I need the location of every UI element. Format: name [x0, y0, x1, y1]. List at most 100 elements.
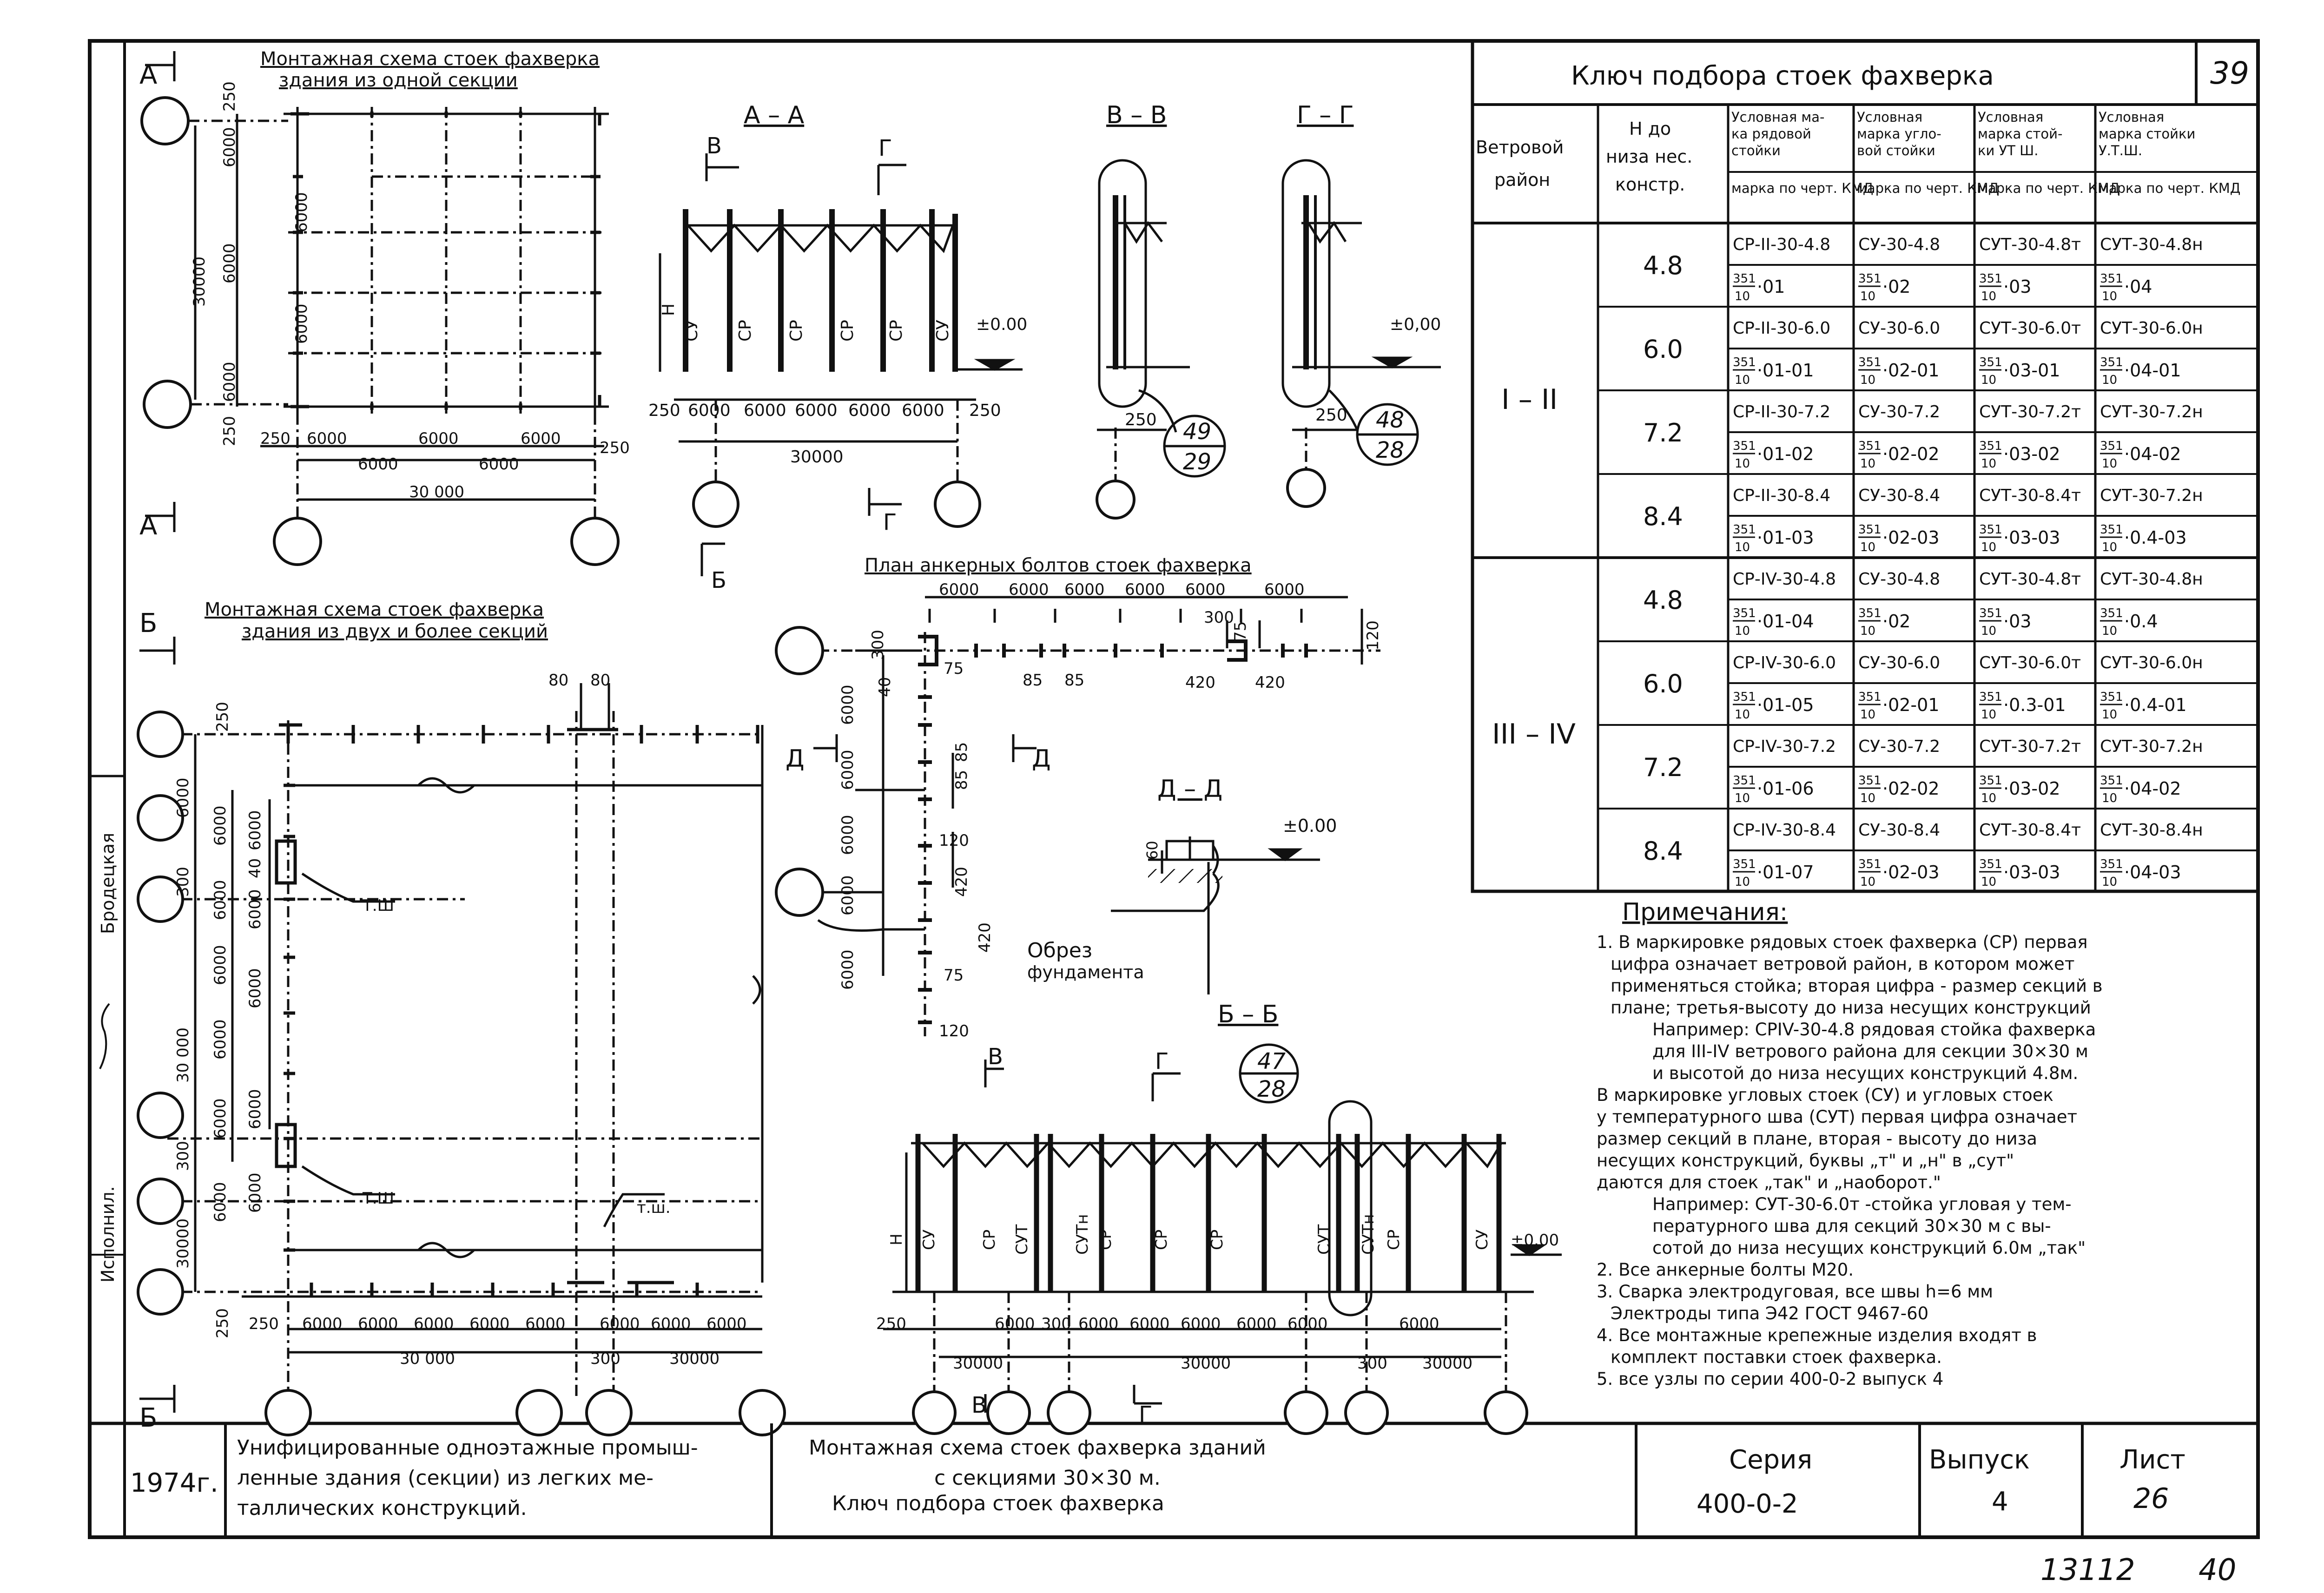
svg-text:Н до: Н до	[1629, 118, 1671, 139]
height-cell: 4.8	[1643, 251, 1683, 280]
svg-text:6000: 6000	[525, 1315, 566, 1333]
drawing-ref-cell: ·0.3-01	[2003, 695, 2066, 715]
fraction-denominator: 10	[1981, 373, 1996, 387]
svg-text:30000: 30000	[790, 448, 844, 467]
svg-text:6000: 6000	[1125, 580, 1165, 599]
svg-text:Б: Б	[139, 1403, 157, 1433]
mark-cell: СУ-30-8.4	[1858, 821, 1940, 840]
svg-text:В: В	[706, 133, 722, 159]
svg-text:6000: 6000	[246, 810, 264, 850]
mark-cell: СУТ-30-4.8т	[1979, 570, 2081, 589]
note-line: Электроды типа Э42 ГОСТ 9467-60	[1611, 1303, 1928, 1323]
fraction-denominator: 10	[1860, 791, 1875, 805]
mark-cell: СУТ-30-6.0т	[1979, 319, 2081, 338]
note-line: Например: СУТ-30-6.0т -стойка угловая у …	[1652, 1194, 2072, 1214]
svg-text:Д: Д	[1032, 745, 1051, 773]
fraction-numerator: 351	[1858, 439, 1882, 453]
fraction-numerator: 351	[1733, 857, 1756, 871]
fraction-denominator: 10	[2102, 624, 2117, 638]
fraction-denominator: 10	[2102, 373, 2117, 387]
svg-text:Обрез: Обрез	[1027, 939, 1092, 962]
key-table: Ключ подбора стоек фахверка 39 Ветровой …	[1471, 39, 2260, 893]
note-line: Например: СРIV-30-4.8 рядовая стойка фах…	[1652, 1020, 2096, 1040]
fraction-numerator: 351	[1733, 690, 1756, 704]
svg-text:6000: 6000	[246, 889, 264, 929]
svg-text:вой стойки: вой стойки	[1857, 143, 1935, 158]
svg-text:В – В: В – В	[1106, 101, 1167, 129]
fraction-denominator: 10	[1981, 540, 1996, 554]
svg-text:Б – Б: Б – Б	[1218, 1001, 1278, 1028]
svg-text:400-0-2: 400-0-2	[1697, 1489, 1798, 1519]
svg-text:Ветровой: Ветровой	[1476, 137, 1564, 158]
height-cell: 6.0	[1643, 669, 1683, 698]
fraction-numerator: 351	[1733, 774, 1756, 788]
svg-text:Б: Б	[711, 567, 726, 593]
drawing-ref-cell: ·03	[2003, 276, 2031, 297]
svg-text:Ключ подбора стоек фахверка: Ключ подбора стоек фахверка	[1571, 61, 1994, 91]
mark-cell: СР-II-30-7.2	[1733, 402, 1830, 421]
fraction-numerator: 351	[1858, 606, 1882, 620]
drawing-ref-cell: ·03-01	[2003, 360, 2060, 381]
fraction-numerator: 351	[2100, 523, 2123, 537]
svg-text:марка стойки: марка стойки	[2099, 126, 2195, 142]
svg-text:250: 250	[220, 81, 239, 112]
section-b-b: Б – Б	[876, 1001, 1562, 1435]
svg-text:250: 250	[600, 439, 630, 457]
svg-text:30000: 30000	[1181, 1354, 1231, 1373]
svg-text:СР: СР	[887, 320, 906, 342]
svg-text:6000: 6000	[939, 580, 979, 599]
svg-text:6000: 6000	[744, 401, 786, 420]
svg-text:Ключ подбора стоек фахверка: Ключ подбора стоек фахверка	[832, 1492, 1164, 1515]
svg-text:А – А: А – А	[744, 101, 805, 129]
notes: Примечания: 1. В маркировке рядовых стое…	[1597, 898, 2103, 1389]
svg-text:СР: СР	[1385, 1230, 1403, 1250]
svg-text:6000: 6000	[414, 1315, 454, 1333]
svg-text:6000: 6000	[292, 303, 311, 344]
mark-cell: СУ-30-8.4	[1858, 486, 1940, 505]
mark-cell: СР-II-30-8.4	[1733, 486, 1830, 505]
mark-cell: СУТ-30-6.0н	[2100, 319, 2203, 338]
mark-cell: СУТ-30-4.8н	[2100, 235, 2203, 254]
svg-text:30000: 30000	[669, 1349, 720, 1368]
svg-text:6000: 6000	[479, 455, 519, 474]
svg-text:6000: 6000	[600, 1315, 640, 1333]
svg-text:6000: 6000	[358, 1315, 398, 1333]
mark-cell: СУТ-30-8.4н	[2100, 821, 2203, 840]
fraction-denominator: 10	[1735, 373, 1750, 387]
svg-text:49: 49	[1183, 419, 1211, 445]
svg-text:СУ: СУ	[933, 320, 952, 342]
mark-cell: СР-II-30-4.8	[1733, 235, 1830, 254]
svg-text:48: 48	[1376, 407, 1404, 433]
fraction-denominator: 10	[1860, 540, 1875, 554]
fraction-denominator: 10	[1735, 540, 1750, 554]
svg-text:250: 250	[260, 429, 290, 448]
drawing-ref-cell: ·03-02	[2003, 444, 2060, 464]
fraction-denominator: 10	[1981, 791, 1996, 805]
svg-text:6000: 6000	[220, 243, 239, 283]
svg-text:Условная: Условная	[1857, 109, 1922, 125]
height-cell: 8.4	[1643, 836, 1683, 866]
drawing-ref-cell: ·02-01	[1882, 695, 1940, 715]
fraction-numerator: 351	[2100, 606, 2123, 620]
drawing-ref-cell: ·02	[1882, 276, 1910, 297]
svg-text:300: 300	[1357, 1354, 1387, 1373]
svg-text:6000: 6000	[174, 777, 192, 818]
svg-text:250: 250	[876, 1315, 906, 1333]
svg-text:250: 250	[220, 416, 239, 446]
svg-text:±0.00: ±0.00	[1283, 816, 1337, 836]
svg-text:6000: 6000	[211, 1019, 230, 1060]
svg-text:У.Т.Ш.: У.Т.Ш.	[2099, 143, 2142, 158]
svg-text:26: 26	[2133, 1482, 2169, 1515]
svg-text:6000: 6000	[1185, 580, 1226, 599]
fraction-numerator: 351	[1979, 857, 2002, 871]
svg-text:420: 420	[976, 922, 994, 953]
fraction-denominator: 10	[1735, 290, 1750, 303]
svg-text:Н: Н	[659, 303, 678, 316]
svg-text:Лист: Лист	[2119, 1445, 2185, 1475]
svg-text:Г – Г: Г – Г	[1297, 101, 1353, 129]
fraction-numerator: 351	[2100, 690, 2123, 704]
svg-text:40: 40	[246, 858, 264, 878]
fraction-denominator: 10	[1735, 624, 1750, 638]
fraction-numerator: 351	[1979, 439, 2002, 453]
fraction-numerator: 351	[2100, 355, 2123, 369]
